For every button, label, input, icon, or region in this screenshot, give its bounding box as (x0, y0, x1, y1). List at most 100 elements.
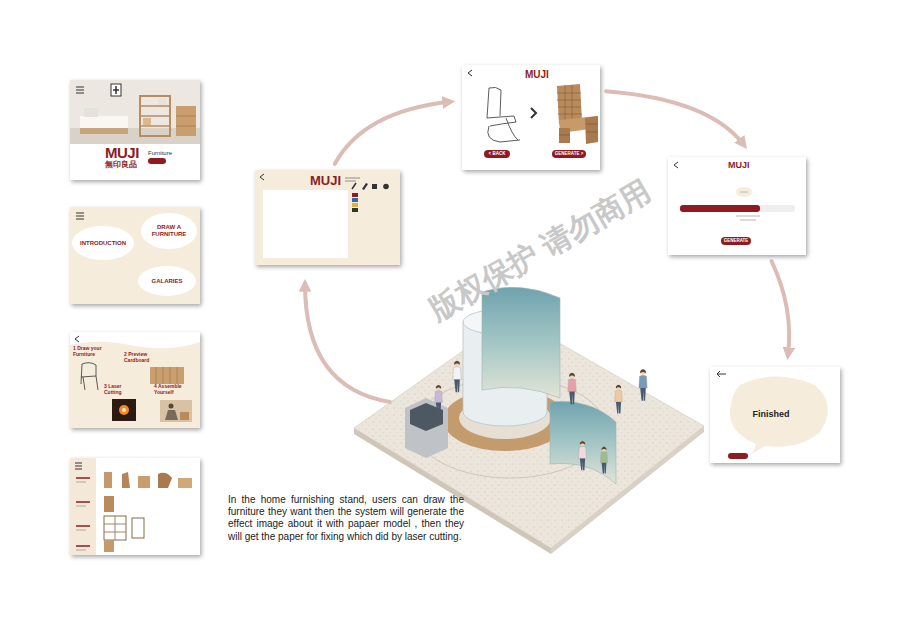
button: GENERATE (721, 237, 752, 245)
visitors (435, 361, 648, 474)
gallery-screen (138, 476, 150, 488)
preview-screen (462, 65, 600, 170)
app-screen: MUJI < BACK GENERATE > (462, 65, 600, 170)
app-screen: Finished (710, 367, 840, 463)
canvas-screen (260, 174, 264, 180)
gallery-screen (76, 478, 90, 546)
instruction-screen (70, 342, 200, 428)
home-screen (176, 106, 196, 136)
progress-screen (740, 192, 748, 193)
app-screen: MUJI GENERATE (668, 157, 806, 255)
menu-bubble: DRAW A FURNITURE (141, 213, 197, 249)
caption: In the home furnishing stand, users can … (228, 494, 464, 543)
menu-bubble: GALARIES (138, 266, 196, 296)
preview-screen (462, 65, 600, 170)
curved-screen (482, 287, 616, 484)
preview-screen (557, 85, 582, 123)
visitors (435, 385, 443, 414)
gallery-screen (158, 473, 172, 488)
node-text: GENERATE > (555, 152, 584, 157)
button: GENERATE > (552, 150, 587, 158)
visitors (453, 361, 461, 393)
instruction-screen (75, 336, 79, 342)
gallery-screen (104, 516, 126, 540)
gallery-screen (75, 463, 82, 469)
home-screen (158, 98, 166, 105)
home-screen (70, 80, 200, 180)
curved-screen (550, 401, 616, 484)
kiosk (405, 398, 448, 458)
node-text: Furniture (148, 150, 172, 156)
kiosk (405, 398, 448, 458)
home-screen (143, 118, 151, 125)
instruction-screen (122, 408, 126, 412)
menu-screen (70, 207, 200, 304)
node-text: GALARIES (151, 278, 182, 285)
canvas-screen (352, 203, 358, 207)
home-screen (140, 106, 170, 126)
node-text: MUJI (310, 174, 341, 187)
instruction-screen (119, 405, 129, 415)
canvas-screen (352, 183, 356, 189)
progress-screen (736, 216, 760, 220)
progress-screen (680, 205, 760, 212)
app-screen: 1 Draw your Furniture2 Preview Cardboard… (70, 332, 200, 428)
preview-screen (531, 108, 536, 118)
instruction-screen (81, 363, 98, 390)
gallery-screen (104, 540, 114, 552)
visitors (639, 369, 647, 401)
node-text: MUJI (525, 70, 549, 80)
home-screen (140, 96, 170, 136)
home-screen (70, 80, 200, 144)
gallery-screen (122, 472, 130, 488)
preview-screen (487, 87, 520, 142)
app-screen: MUJI無印良品Furniture (70, 80, 200, 180)
gallery-screen (104, 472, 112, 488)
menu-screen (70, 207, 200, 304)
node-text: MUJI (728, 161, 750, 170)
gallery-screen (70, 458, 200, 555)
gallery-screen (70, 458, 96, 555)
home-screen (176, 116, 196, 126)
progress-screen (680, 205, 795, 212)
flow-arrow (772, 261, 790, 355)
return-arrow (305, 284, 390, 402)
return-arrow (305, 284, 390, 402)
progress-screen (668, 157, 806, 255)
app-screen: MUJI (255, 170, 400, 265)
canvas-screen (255, 170, 400, 265)
finished-screen (717, 371, 726, 377)
instruction-screen (112, 399, 136, 421)
progress-screen (674, 162, 678, 168)
finished-screen (730, 377, 828, 455)
menu-screen (76, 213, 84, 219)
visitors (579, 441, 587, 470)
button: < BACK (484, 150, 510, 158)
visitors (615, 385, 623, 414)
flow-arrow (606, 91, 744, 145)
finished-screen (728, 453, 748, 459)
canvas-screen (372, 184, 377, 189)
home-screen (113, 86, 119, 94)
node-text: GENERATE (724, 239, 749, 244)
progress-screen (736, 187, 752, 197)
instruction-screen (169, 404, 174, 409)
instruction-screen (70, 332, 200, 428)
canvas-screen (352, 208, 358, 212)
visitors (600, 447, 607, 474)
instruction-screen (70, 332, 200, 428)
home-screen (148, 158, 166, 164)
node-text: MUJI (105, 145, 139, 160)
instruction-screen (160, 400, 192, 422)
home-screen (70, 80, 200, 180)
gallery-screen (178, 478, 192, 488)
preview-screen (585, 116, 598, 144)
curved-screen (482, 287, 560, 398)
instruction-screen (165, 410, 178, 420)
menu-bubble: INTRODUCTION (72, 226, 134, 260)
home-screen (76, 87, 84, 93)
visitors (568, 373, 576, 405)
node-text: Finished (741, 410, 801, 419)
gallery-screen (104, 516, 126, 540)
node-text: < BACK (489, 152, 506, 157)
